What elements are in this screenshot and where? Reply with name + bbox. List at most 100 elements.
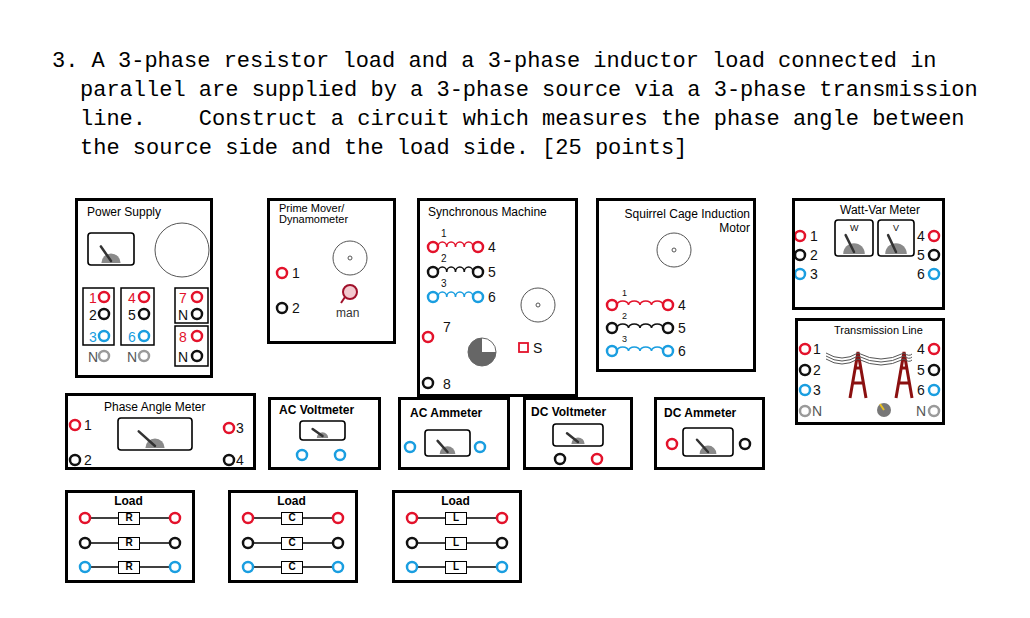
panel-heading: Watt-Var Meter xyxy=(840,203,920,217)
terminal xyxy=(497,513,507,523)
terminal xyxy=(139,331,149,341)
terminal xyxy=(929,269,939,279)
meter-needle xyxy=(846,235,854,252)
module-panel: Synchronous Machine xyxy=(417,198,578,397)
terminal xyxy=(800,385,810,395)
terminal xyxy=(800,365,810,375)
terminal-label: N xyxy=(812,403,822,419)
wire xyxy=(140,566,170,568)
terminal-label: 4 xyxy=(128,290,136,306)
terminal-label: 2 xyxy=(810,247,818,263)
meter-needle xyxy=(438,441,448,452)
component-symbol: C xyxy=(281,561,303,574)
field-knob-rim xyxy=(468,338,496,366)
terminal xyxy=(929,385,939,395)
terminal xyxy=(333,513,343,523)
terminal xyxy=(243,538,253,548)
terminal xyxy=(929,406,939,416)
meter-frame xyxy=(878,220,914,256)
terminal xyxy=(99,292,109,302)
terminal-group xyxy=(121,288,154,345)
panel-heading: Load xyxy=(231,494,352,508)
terminal xyxy=(192,309,202,319)
component-letter: R xyxy=(119,538,139,548)
wire xyxy=(253,566,281,568)
switch xyxy=(519,343,528,352)
terminal xyxy=(800,406,810,416)
terminal-label: 2 xyxy=(89,307,97,323)
meter-face xyxy=(878,220,914,256)
terminal-label: 4 xyxy=(678,297,686,313)
wire xyxy=(303,566,333,568)
terminal xyxy=(170,513,180,523)
knob xyxy=(521,288,555,322)
coil-winding xyxy=(438,292,473,297)
wire xyxy=(467,542,497,544)
coil-winding xyxy=(617,324,663,328)
terminal-label: 1 xyxy=(441,228,447,240)
meter-needle xyxy=(697,440,708,452)
terminal-label: 4 xyxy=(236,452,244,468)
terminal xyxy=(80,538,90,548)
terminal xyxy=(192,351,202,361)
terminal-label: 2 xyxy=(813,362,821,378)
terminal xyxy=(929,365,939,375)
coil-winding xyxy=(438,267,473,272)
terminal-label: N xyxy=(88,349,98,365)
wire xyxy=(417,517,445,519)
terminal-label: 1 xyxy=(89,290,97,306)
terminal-label: 1 xyxy=(622,288,627,299)
terminal-label: 1 xyxy=(84,417,92,433)
terminal-label: 3 xyxy=(441,278,447,290)
meter-face xyxy=(835,220,873,256)
terminal-label: 6 xyxy=(678,343,686,359)
wire xyxy=(90,566,118,568)
panel-heading: Synchronous Machine xyxy=(428,205,547,219)
component-symbol: L xyxy=(445,537,467,550)
terminal-label: V xyxy=(893,223,899,234)
terminal xyxy=(170,562,180,572)
voltage-dial xyxy=(155,223,209,277)
terminal-label: 8 xyxy=(443,376,451,392)
component-letter: L xyxy=(446,562,466,572)
component-letter: L xyxy=(446,513,466,523)
terminal xyxy=(277,268,287,278)
terminal xyxy=(80,562,90,572)
terminal xyxy=(139,309,149,319)
terminal xyxy=(929,250,939,260)
panel-heading: Phase Angle Meter xyxy=(104,400,205,414)
component-symbol: L xyxy=(445,561,467,574)
terminal xyxy=(663,300,673,310)
terminal-label: 6 xyxy=(917,266,925,282)
module-panel: Prime Mover/ Dynamometer xyxy=(267,198,396,344)
terminal-label: 3 xyxy=(813,382,821,398)
meter-needle xyxy=(888,235,896,252)
panel-heading: Transmission Line xyxy=(834,323,923,337)
terminal xyxy=(428,292,438,302)
terminal xyxy=(667,439,677,449)
meter-face xyxy=(300,421,345,440)
terminal xyxy=(795,231,805,241)
terminal xyxy=(929,344,939,354)
panel-heading: Prime Mover/ Dynamometer xyxy=(279,203,359,225)
panel-heading: AC Voltmeter xyxy=(279,403,354,417)
terminal-label: 3 xyxy=(89,329,97,345)
terminal-label: 2 xyxy=(84,452,92,468)
terminal xyxy=(663,323,673,333)
terminal xyxy=(192,331,202,341)
component-symbol: C xyxy=(281,512,303,525)
terminal xyxy=(407,562,417,572)
terminal-label: 6 xyxy=(917,382,925,398)
component-letter: C xyxy=(282,562,302,572)
terminal-label: 1 xyxy=(292,265,300,281)
terminal xyxy=(170,538,180,548)
panel-heading: Squirrel Cage Induction Motor xyxy=(605,207,750,235)
line-selector-mark xyxy=(880,404,884,410)
meter-frame xyxy=(88,233,134,265)
wire xyxy=(303,542,333,544)
meter-frame xyxy=(425,430,470,456)
terminal-label: 5 xyxy=(917,362,925,378)
terminal xyxy=(139,351,149,361)
terminal xyxy=(473,292,483,302)
wire xyxy=(417,542,445,544)
